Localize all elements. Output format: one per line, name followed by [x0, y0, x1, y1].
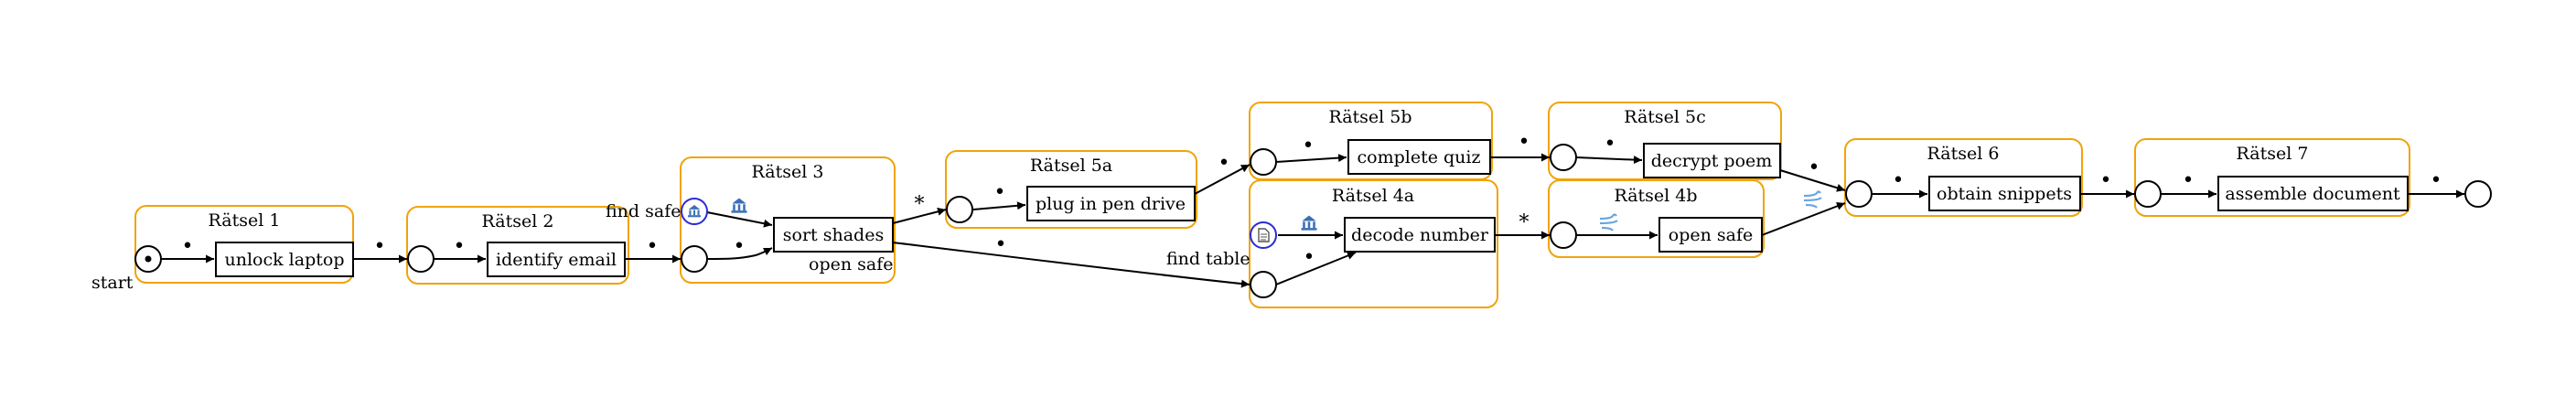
task-label: plug in pen drive: [1036, 194, 1186, 214]
cluster-raetsel-2: Rätsel 2: [406, 206, 629, 285]
edge-dot: •: [734, 235, 746, 258]
find-table-label: find table: [1166, 249, 1250, 269]
cluster-title: Rätsel 1: [209, 210, 281, 231]
cluster-title: Rätsel 6: [1927, 144, 2000, 164]
task-open-safe: open safe: [1658, 217, 1763, 253]
cluster-title: Rätsel 5c: [1624, 107, 1706, 127]
edges: [161, 153, 2464, 288]
task-label: identify email: [496, 250, 617, 270]
edge-p3-to-sort-shades: [706, 247, 773, 260]
cluster-raetsel-7: Rätsel 7: [2134, 138, 2410, 217]
document-icon: [1258, 228, 1270, 242]
edge-dot: •: [995, 233, 1007, 256]
bank-icon: [731, 198, 747, 213]
cluster-title: Rätsel 3: [752, 162, 824, 182]
find-safe-label: find safe: [606, 201, 681, 221]
task-label: open safe: [1669, 225, 1753, 245]
edge-find-safe-to-sort-shades: [706, 211, 773, 228]
task-label: complete quiz: [1358, 147, 1481, 167]
task-assemble-document: assemble document: [2217, 176, 2409, 211]
token: [145, 255, 152, 263]
cluster-title: Rätsel 2: [482, 211, 554, 231]
task-identify-email: identify email: [487, 242, 626, 277]
edge-dot: •: [647, 235, 659, 258]
place-p7: [2134, 180, 2162, 208]
edge-dot: •: [994, 181, 1006, 204]
edge-decrypt-poem-to-p6: [1779, 169, 1846, 192]
task-unlock-laptop: unlock laptop: [215, 242, 354, 277]
edge-p5b-to-complete-quiz: [1275, 154, 1347, 163]
task-plug-in-pen-drive: plug in pen drive: [1026, 186, 1196, 221]
cluster-title: Rätsel 4b: [1614, 186, 1697, 206]
cluster-title: Rätsel 4a: [1332, 186, 1414, 206]
edge-plug-in-pen-drive-to-p5b: [1194, 164, 1250, 195]
places: [134, 144, 2492, 298]
task-complete-quiz: complete quiz: [1347, 139, 1491, 175]
wind-icon: [1598, 213, 1619, 232]
edge-dot: •: [1809, 156, 1820, 179]
cluster-raetsel-5a: Rätsel 5a: [945, 150, 1197, 229]
cluster-raetsel-4a: Rätsel 4a: [1249, 179, 1498, 308]
edge-dot: •: [1519, 131, 1530, 154]
place-p5a: [946, 196, 973, 223]
place-end: [2464, 180, 2492, 208]
edge-dot: •: [454, 235, 466, 258]
bank-icon: [1301, 215, 1317, 231]
task-obtain-snippets: obtain snippets: [1928, 176, 2081, 211]
task-decode-number: decode number: [1344, 217, 1496, 253]
cluster-title: Rätsel 5b: [1328, 107, 1411, 127]
edge-marks: • • • • • * • • • • • • * • • • • • •: [182, 131, 2442, 269]
place-p5b: [1250, 148, 1277, 176]
task-sort-shades: sort shades: [773, 217, 894, 253]
task-label: decode number: [1351, 225, 1489, 245]
task-decrypt-poem: decrypt poem: [1643, 143, 1781, 178]
edge-dot: •: [1605, 133, 1616, 156]
cluster-raetsel-6: Rätsel 6: [1844, 138, 2083, 217]
task-label: decrypt poem: [1651, 151, 1773, 171]
edge-dot: •: [2183, 169, 2195, 192]
place-p4b: [1550, 221, 1577, 249]
task-label: obtain snippets: [1937, 184, 2072, 204]
task-label: unlock laptop: [225, 250, 345, 270]
edge-dot: •: [2100, 169, 2112, 192]
place-p2: [407, 245, 435, 273]
cluster-title: Rätsel 5a: [1030, 156, 1112, 176]
cluster-raetsel-3: Rätsel 3: [680, 156, 896, 284]
edge-sort-shades-to-p5a: [892, 207, 947, 224]
task-label: assemble document: [2225, 184, 2400, 204]
place-find-table: [1250, 271, 1277, 298]
edge-star: *: [915, 193, 925, 216]
edge-p5a-to-plug-in-pen-drive: [972, 201, 1026, 210]
edge-dot: •: [1303, 135, 1315, 157]
edge-star: *: [1519, 211, 1530, 234]
cluster-title: Rätsel 7: [2237, 144, 2309, 164]
edge-dot: •: [1218, 152, 1230, 175]
edge-dot: •: [374, 235, 386, 258]
wind-icon: [1802, 190, 1823, 210]
edge-dot: •: [1304, 246, 1315, 269]
place-p6: [1845, 180, 1873, 208]
start-label: start: [91, 273, 134, 293]
edge-dot: •: [1893, 169, 1905, 192]
open-safe-output-label: open safe: [809, 254, 893, 274]
cluster-raetsel-4b: Rätsel 4b: [1548, 179, 1765, 258]
edge-dot: •: [182, 235, 194, 258]
edge-open-safe-to-p6: [1761, 202, 1846, 236]
edge-p5c-to-decrypt-poem: [1575, 156, 1643, 165]
task-label: sort shades: [783, 225, 884, 245]
place-p3: [681, 245, 708, 273]
edge-dot: •: [2431, 169, 2442, 192]
edge-sort-shades-to-find-table: [892, 242, 1250, 288]
edge-find-table-to-decode-number: [1275, 252, 1357, 285]
place-p5c: [1550, 144, 1577, 171]
